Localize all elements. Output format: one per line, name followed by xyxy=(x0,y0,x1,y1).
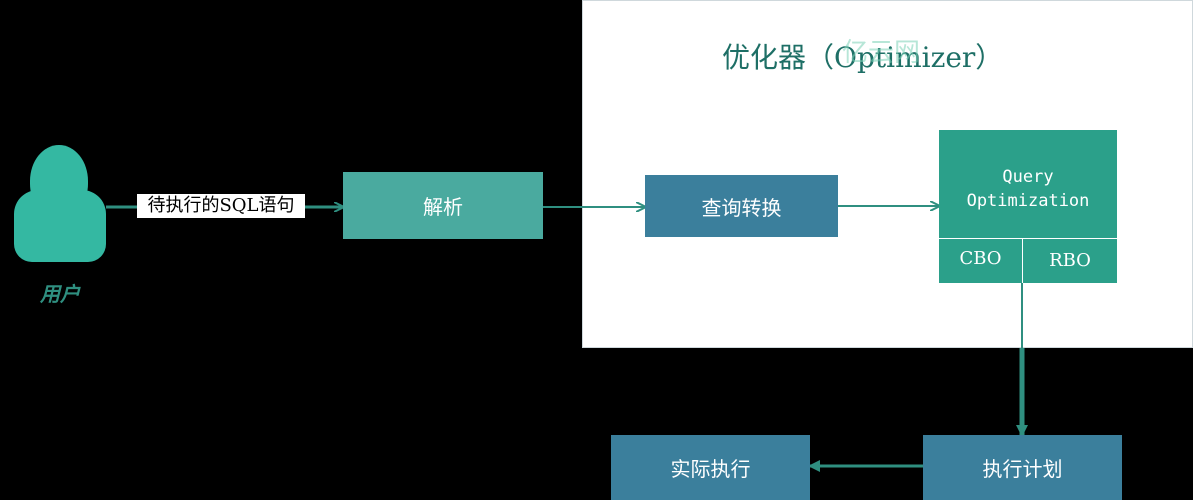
sql-statement-label: 待执行的SQL语句 xyxy=(137,194,305,218)
execution-plan-label: 执行计划 xyxy=(982,457,1063,481)
cbo-label: CBO xyxy=(959,248,1002,269)
divider xyxy=(939,238,1117,239)
parse-label: 解析 xyxy=(423,195,463,219)
divider xyxy=(1022,238,1023,283)
rbo-label: RBO xyxy=(1049,250,1091,271)
query-transform-label: 查询转换 xyxy=(701,195,782,220)
actual-execution-label: 实际执行 xyxy=(670,457,751,481)
query-transform-box: 查询转换 xyxy=(645,175,838,237)
parse-box: 解析 xyxy=(343,172,543,239)
user-label: 用户 xyxy=(40,282,80,306)
query-optimization-box xyxy=(939,130,1117,283)
actual-execution-box: 实际执行 xyxy=(611,435,810,500)
optimizer-title: 优化器（Optimizer） xyxy=(722,41,1004,74)
user-head-icon xyxy=(30,145,88,217)
query-optimization-title: Query Optimization xyxy=(966,167,1090,211)
watermark: 亿云网 xyxy=(842,38,921,68)
execution-plan-box: 执行计划 xyxy=(923,435,1122,500)
